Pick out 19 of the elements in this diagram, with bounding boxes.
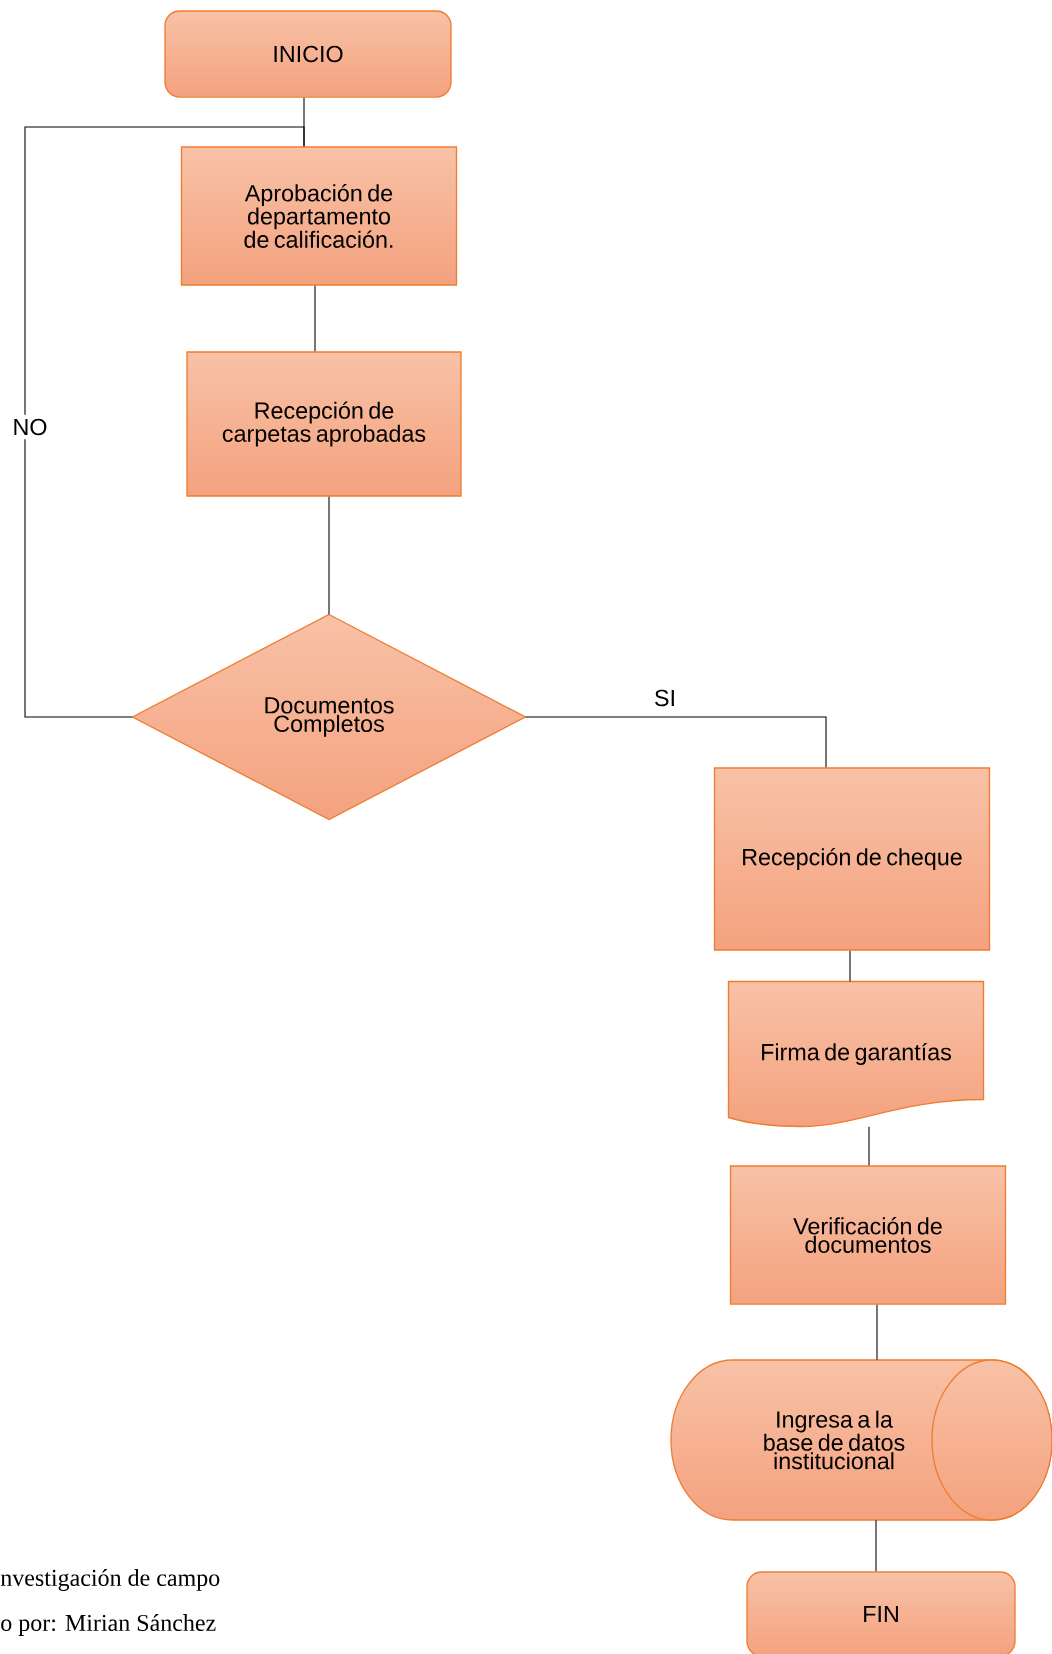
connector-line xyxy=(876,1304,878,1361)
connector-line xyxy=(314,285,316,352)
edge-label: NO xyxy=(8,414,52,440)
connector-line xyxy=(525,716,827,768)
process-box: Recepción de carpetas aprobadas xyxy=(186,351,462,497)
connector-line xyxy=(868,1126,870,1166)
end-box: FIN xyxy=(746,1571,1016,1654)
edge-label: SI xyxy=(650,685,680,711)
connector-line xyxy=(849,950,851,982)
process-box: Aprobación de departamento de calificación. xyxy=(180,146,458,286)
connector-line xyxy=(328,496,330,615)
database-cylinder: Ingresa a la base de datos institucional xyxy=(670,1359,1052,1521)
process-box: Verificación de documentos xyxy=(729,1165,1007,1305)
source-note: nvestigación de campo xyxy=(0,1569,220,1591)
source-note: o por: Mirian Sánchez xyxy=(1,1614,216,1636)
connector-line xyxy=(875,1519,877,1572)
start-box: INICIO xyxy=(164,10,452,98)
connector-line xyxy=(24,126,305,718)
process-box: Recepción de cheque xyxy=(713,767,991,951)
